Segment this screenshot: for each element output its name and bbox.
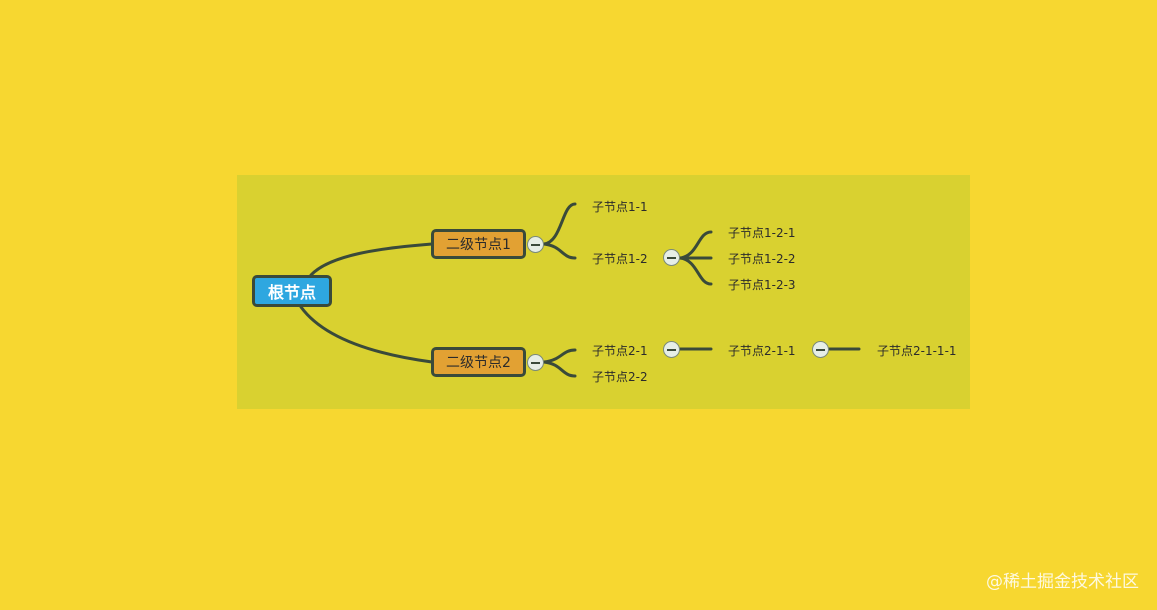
child-node-2-2[interactable]: 子节点2-2	[592, 369, 648, 384]
collapse-minus-icon[interactable]	[527, 236, 544, 253]
minus-bar	[816, 348, 825, 351]
child-node-1-2-1[interactable]: 子节点1-2-1	[728, 225, 796, 240]
second-level-node-1[interactable]: 二级节点1	[431, 229, 526, 259]
collapse-minus-icon[interactable]	[527, 354, 544, 371]
second-level-node-2[interactable]: 二级节点2	[431, 347, 526, 377]
child-node-2-1[interactable]: 子节点2-1	[592, 343, 648, 358]
child-node-2-1-1-1[interactable]: 子节点2-1-1-1	[877, 343, 957, 358]
minus-bar	[667, 256, 676, 259]
collapse-minus-icon[interactable]	[663, 341, 680, 358]
minus-bar	[667, 348, 676, 351]
child-node-1-2-2[interactable]: 子节点1-2-2	[728, 251, 796, 266]
mindmap-canvas[interactable]	[237, 175, 970, 409]
collapse-minus-icon[interactable]	[663, 249, 680, 266]
child-node-2-1-1[interactable]: 子节点2-1-1	[728, 343, 796, 358]
collapse-minus-icon[interactable]	[812, 341, 829, 358]
child-node-1-2-3[interactable]: 子节点1-2-3	[728, 277, 796, 292]
minus-bar	[531, 243, 540, 246]
minus-bar	[531, 361, 540, 364]
root-node[interactable]: 根节点	[252, 275, 332, 307]
child-node-1-2[interactable]: 子节点1-2	[592, 251, 648, 266]
child-node-1-1[interactable]: 子节点1-1	[592, 199, 648, 214]
watermark: @稀土掘金技术社区	[986, 572, 1139, 592]
